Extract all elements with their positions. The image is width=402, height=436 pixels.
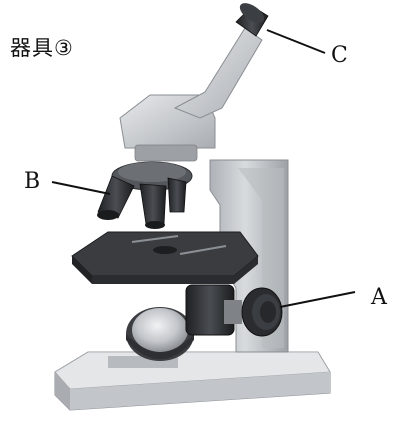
eyepiece-tube: [175, 28, 262, 118]
objective-lenses: [97, 176, 186, 229]
microscope-stage: [72, 232, 258, 284]
microscope-mirror: [126, 307, 194, 361]
figure-title: 器具③: [10, 38, 74, 59]
microscope-base: [55, 352, 330, 410]
label-a: A: [370, 285, 388, 310]
label-b: B: [24, 169, 40, 194]
coarse-focus-knob: [186, 285, 282, 336]
label-c: C: [331, 43, 348, 68]
eyepiece: [236, 0, 268, 36]
